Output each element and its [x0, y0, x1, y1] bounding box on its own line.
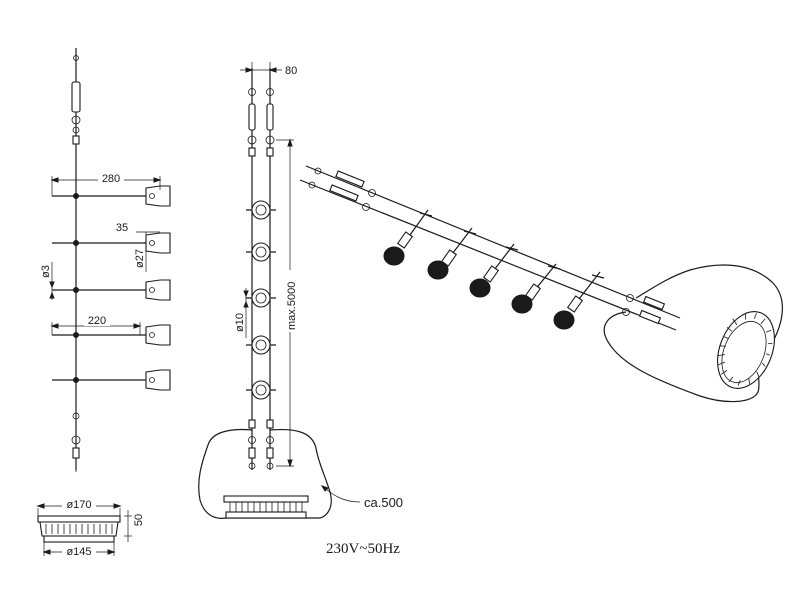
- label-80: 80: [285, 65, 297, 77]
- lamp-front-4: [246, 335, 276, 355]
- perspective-view: [299, 165, 783, 403]
- dimension-max5000: max.5000: [276, 138, 298, 468]
- arm-1: [52, 185, 171, 207]
- dimension-35: 35: [116, 222, 160, 234]
- label-d27: ø27: [134, 249, 146, 268]
- label-35: 35: [116, 222, 128, 234]
- dimension-ca500: ca.500: [320, 485, 403, 510]
- dimension-80: 80: [240, 62, 297, 77]
- dimension-220: 220: [50, 314, 142, 335]
- cable-loop-front: [198, 428, 332, 519]
- lamp-persp-4: [511, 263, 561, 314]
- label-220: 220: [88, 315, 106, 327]
- lamp-front-3: [246, 288, 276, 308]
- dimension-3: ø3: [40, 262, 55, 300]
- arm-4: [52, 324, 171, 346]
- lamp-front-1: [246, 200, 276, 220]
- label-max5000: max.5000: [286, 282, 298, 330]
- label-d10: ø10: [234, 313, 246, 332]
- arm-2: [52, 232, 171, 254]
- label-280: 280: [102, 173, 120, 185]
- lamp-persp-1: [383, 209, 433, 266]
- lamp-persp-3: [469, 243, 519, 298]
- side-view: 280 35 ø27 ø3 220: [40, 48, 171, 472]
- voltage-label: 230V~50Hz: [326, 541, 400, 557]
- label-d3: ø3: [40, 265, 52, 278]
- lamp-front-2: [246, 242, 276, 262]
- lamp-persp-2: [427, 227, 477, 280]
- arm-5: [52, 369, 171, 391]
- dimension-27: ø27: [134, 232, 147, 272]
- label-d170: ø170: [66, 499, 91, 511]
- lamp-front-5: [246, 380, 276, 400]
- lamp-persp-5: [553, 271, 605, 330]
- dimension-10: ø10: [234, 288, 249, 338]
- front-view: 80 ø10 max.5000 ca.500: [198, 62, 403, 519]
- label-ca500: ca.500: [364, 495, 403, 510]
- arm-3: [52, 279, 171, 301]
- canopy-detail: ø170 50 ø145: [36, 498, 145, 558]
- label-50: 50: [133, 514, 145, 526]
- label-d145: ø145: [66, 546, 91, 558]
- dimension-280: 280: [50, 172, 162, 196]
